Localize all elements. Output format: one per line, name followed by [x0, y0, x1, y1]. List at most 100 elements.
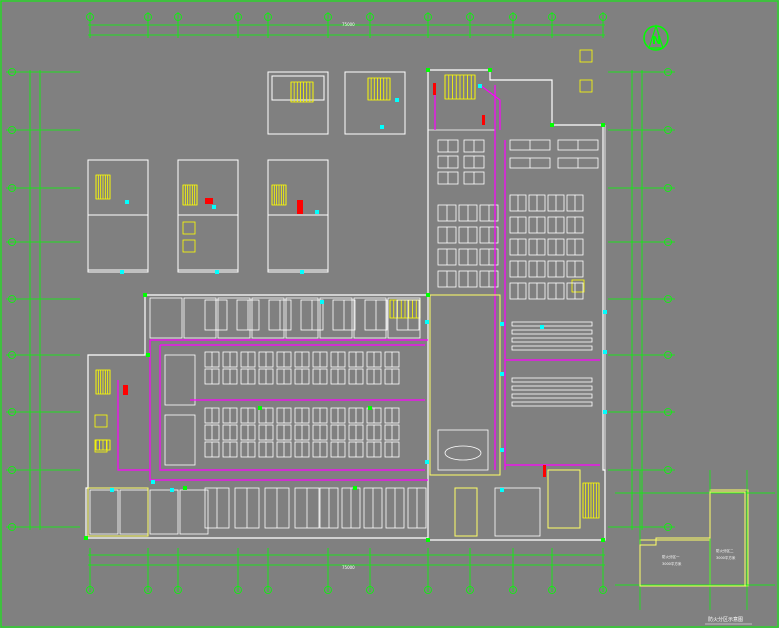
door-mark — [151, 480, 155, 484]
grid-bubble — [664, 295, 672, 303]
desk-row — [511, 377, 593, 383]
grid-bubble — [664, 408, 672, 416]
desk-row — [511, 321, 593, 327]
stair-flight — [95, 174, 111, 200]
rooms-layer — [89, 125, 606, 537]
office-room — [251, 297, 285, 339]
grid-bubble — [664, 126, 672, 134]
grid-bubble — [424, 13, 432, 21]
zone-b-area: 3000平方米 — [716, 555, 736, 560]
door-mark — [603, 410, 607, 414]
shaft-box — [571, 279, 585, 293]
office-room — [149, 297, 183, 339]
door-mark — [500, 322, 504, 326]
grid-bubble — [324, 13, 332, 21]
grid-bubble — [86, 13, 94, 21]
grid-bubble — [234, 13, 242, 21]
stair-flight — [271, 184, 287, 206]
zone-a-name: 防火分区一 — [662, 554, 680, 559]
grid-bubble — [548, 586, 556, 594]
grid-bubble — [234, 586, 242, 594]
column-marker — [258, 406, 262, 410]
stair-flight — [95, 369, 111, 395]
shaft-box — [94, 414, 108, 428]
grid-bubble — [664, 523, 672, 531]
grid-bubble — [264, 586, 272, 594]
desk-row — [511, 393, 593, 399]
office-room — [217, 297, 251, 339]
door-mark — [320, 300, 324, 304]
stair-flight — [367, 77, 391, 101]
column-marker — [601, 123, 605, 127]
office-room — [387, 297, 421, 339]
column-marker — [426, 293, 430, 297]
grid-bubble — [8, 466, 16, 474]
grid-bubble — [664, 466, 672, 474]
green-markers — [84, 68, 605, 542]
svg-text:N: N — [652, 34, 661, 47]
column-marker — [146, 353, 150, 357]
shaft-box — [94, 439, 108, 453]
door-mark — [500, 488, 504, 492]
office-room — [164, 414, 196, 466]
door-mark — [300, 270, 304, 274]
door-mark — [540, 325, 544, 329]
grid-bubble — [599, 586, 607, 594]
door-mark — [120, 270, 124, 274]
door-mark — [425, 460, 429, 464]
door-mark — [395, 98, 399, 102]
door-mark — [170, 488, 174, 492]
grid-bubble — [174, 13, 182, 21]
column-marker — [368, 406, 372, 410]
desk-row — [511, 401, 593, 407]
zone-b-name: 防火分区二 — [716, 548, 734, 553]
keymap-caption: 防火分区示意图 — [708, 616, 743, 623]
door-mark — [500, 448, 504, 452]
doors-layer — [110, 84, 607, 492]
office-room — [179, 489, 209, 535]
office-room — [285, 297, 319, 339]
door-mark — [478, 84, 482, 88]
grid-bubble — [324, 586, 332, 594]
desk-row — [511, 329, 593, 335]
shaft-box — [182, 221, 196, 235]
grid-bubble — [8, 68, 16, 76]
stair-core-1 — [87, 159, 149, 273]
grid-bubble — [509, 13, 517, 21]
door-mark — [603, 350, 607, 354]
grid-bubble — [664, 184, 672, 192]
grid-bubble — [264, 13, 272, 21]
door-mark — [315, 210, 319, 214]
fire-equipment — [123, 83, 546, 477]
desk-row — [511, 337, 593, 343]
door-mark — [500, 372, 504, 376]
top-total-dimension: 75000 — [342, 22, 355, 27]
grid-bubble — [8, 126, 16, 134]
meeting-table — [444, 445, 482, 461]
door-mark — [380, 125, 384, 129]
grid-bubble — [664, 68, 672, 76]
stair-flight — [290, 81, 314, 103]
desk-row — [511, 345, 593, 351]
column-marker — [143, 293, 147, 297]
office-room — [164, 354, 196, 406]
door-mark — [603, 310, 607, 314]
grid-bubble — [599, 13, 607, 21]
grid-bubble — [144, 13, 152, 21]
door-mark — [215, 270, 219, 274]
column-marker — [488, 68, 492, 72]
grid-bubble — [8, 184, 16, 192]
stair-tower-top-1 — [267, 71, 329, 135]
meeting-room — [494, 487, 541, 537]
desk-row — [511, 385, 593, 391]
stair-tower-top-2 — [344, 71, 406, 135]
stair-core-3 — [267, 159, 329, 273]
grid-bubble — [144, 586, 152, 594]
stair-flight — [582, 482, 600, 519]
zone-a-area: 3000平方米 — [662, 561, 682, 566]
grid-bubble — [509, 586, 517, 594]
column-marker — [84, 536, 88, 540]
stair-flight — [182, 184, 198, 206]
